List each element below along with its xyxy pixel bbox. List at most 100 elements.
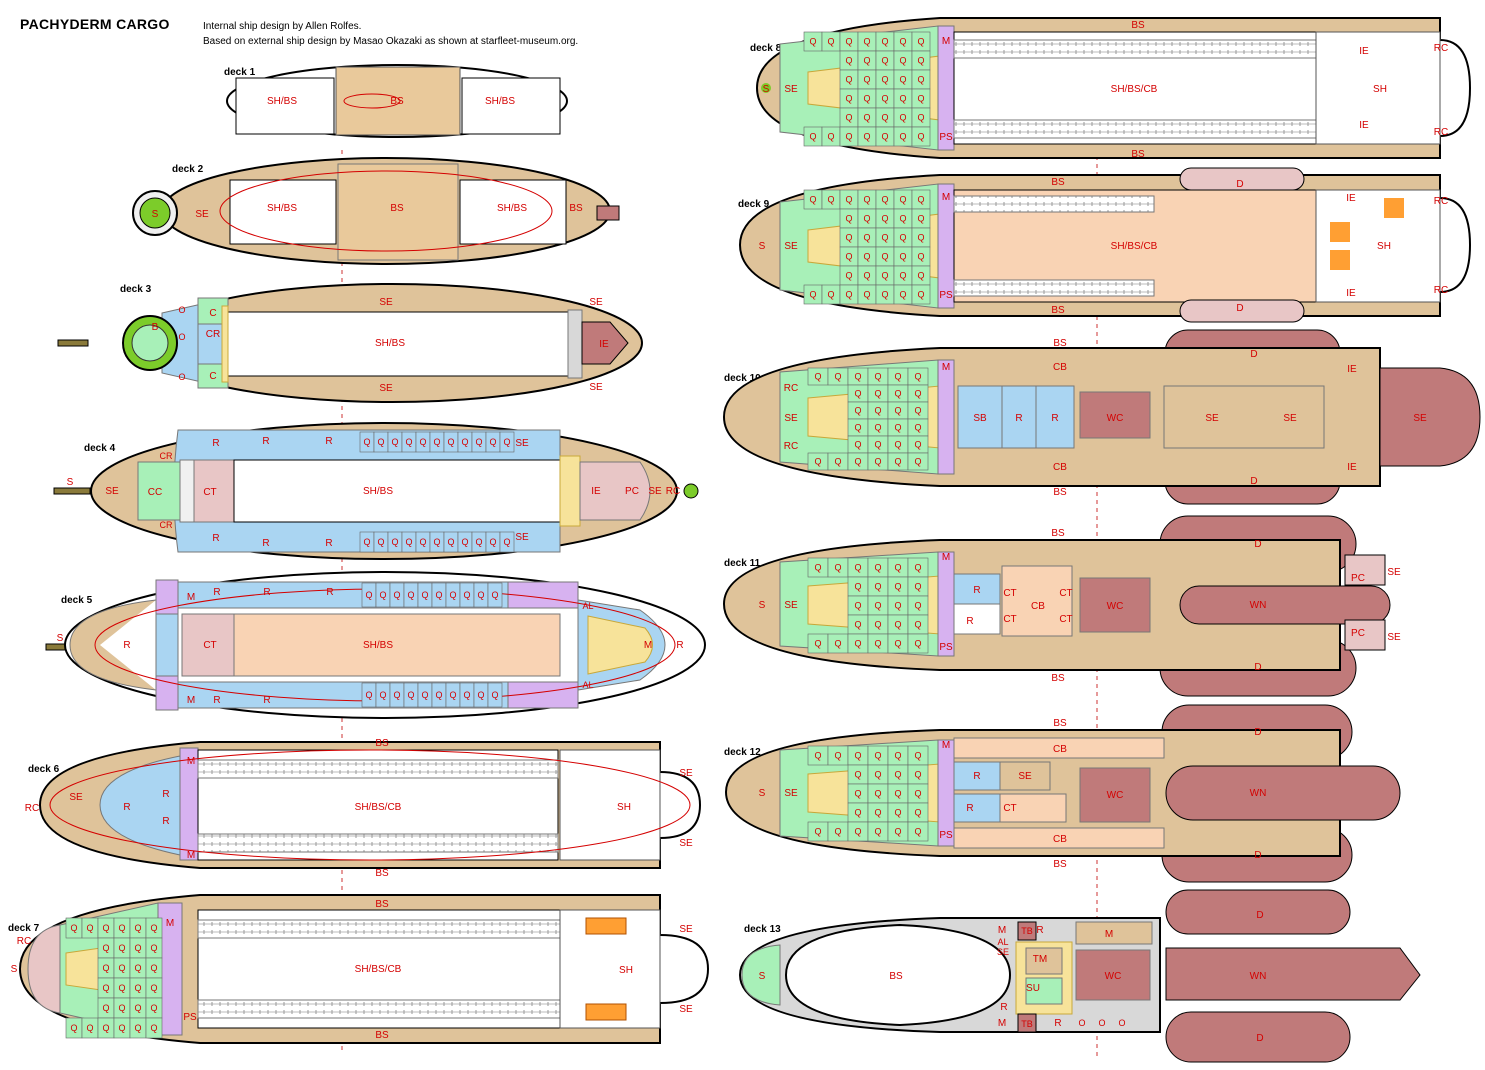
room-label: D (1250, 349, 1257, 360)
quarters-label: Q (874, 406, 881, 416)
cargo-bay (953, 737, 1165, 759)
dock (1179, 299, 1305, 323)
quarters-label: Q (854, 457, 861, 467)
room-label: CR (160, 451, 173, 461)
room-label: CR (206, 329, 220, 340)
room-label: TB (1021, 1019, 1033, 1029)
quarters-label: Q (894, 639, 901, 649)
bow-room (100, 600, 156, 690)
room-label: R (1000, 1002, 1007, 1013)
room-label: RC (784, 383, 798, 394)
warp-nacelle (1165, 765, 1401, 821)
quarters-label: Q (894, 620, 901, 630)
quarters-label: Q (475, 537, 482, 547)
quarters-label: Q (899, 113, 906, 123)
quarters-label: Q (435, 590, 442, 600)
quarters-label: Q (827, 37, 834, 47)
room-label: CT (203, 487, 216, 498)
deck-label: deck 5 (61, 595, 93, 606)
quarters-label: Q (914, 563, 921, 573)
quarters-label: Q (914, 440, 921, 450)
room-label: R (1036, 925, 1043, 936)
shuttle (585, 1003, 627, 1021)
quarters-label: Q (917, 233, 924, 243)
quarters-label: Q (70, 1023, 77, 1033)
quarters-label: Q (134, 983, 141, 993)
quarters-label: Q (917, 37, 924, 47)
room-label: CR (160, 520, 173, 530)
shuttle-bay (227, 311, 569, 377)
quarters-label: Q (854, 808, 861, 818)
quarters-cell (911, 126, 931, 147)
room-label: SE (784, 413, 798, 424)
room-label: S (759, 788, 766, 799)
cargo-racks (953, 119, 1317, 139)
room-label: M (1105, 929, 1113, 940)
room-label: BS (1131, 149, 1145, 160)
quarters-label: Q (391, 437, 398, 447)
quarters-label: Q (854, 620, 861, 630)
quarters-label: Q (134, 923, 141, 933)
lift-outline (343, 93, 401, 109)
antenna (57, 339, 89, 347)
deck-4-plan: deck 4 SE S CC CR CR CT R R R R R R SH/B… (53, 422, 699, 560)
quarters-label: Q (845, 252, 852, 262)
quarters-label: Q (118, 983, 125, 993)
room-label: RC (25, 803, 39, 814)
room-label: O (178, 305, 185, 315)
quarters-cell (487, 682, 503, 708)
quarters-label: Q (854, 751, 861, 761)
cargo-bay (784, 923, 1012, 1027)
torpedo-bay (1017, 1013, 1037, 1033)
quarters-label: Q (503, 537, 510, 547)
quarters-label: Q (894, 372, 901, 382)
quarters-label: Q (874, 639, 881, 649)
crew-room (1035, 385, 1075, 449)
deck-label: deck 11 (724, 558, 761, 569)
room-label: BS (1053, 718, 1067, 729)
quarters-label: Q (407, 590, 414, 600)
computer-core (137, 461, 181, 521)
room-label: S (11, 964, 18, 975)
room-label: PS (939, 642, 953, 653)
shuttle-bay (235, 77, 335, 135)
stern-engineering (1379, 367, 1481, 467)
room-label: CT (1003, 588, 1016, 599)
room-label: CT (1059, 614, 1072, 625)
quarters-label: Q (118, 963, 125, 973)
pod-control (1344, 554, 1386, 586)
quarters-label: Q (150, 943, 157, 953)
quarters-label: Q (489, 437, 496, 447)
stern-dome (659, 771, 702, 839)
quarters-label: Q (463, 590, 470, 600)
quarters-label: Q (834, 639, 841, 649)
quarters-label: Q (899, 271, 906, 281)
room-label: S (759, 600, 766, 611)
room-label: BS (375, 1030, 389, 1041)
room-label: M (942, 36, 950, 47)
quarters-label: Q (917, 113, 924, 123)
quarters-label: Q (881, 290, 888, 300)
quarters-label: Q (102, 983, 109, 993)
quarters-label: Q (881, 271, 888, 281)
quarters-label: Q (845, 56, 852, 66)
quarters-label: Q (894, 751, 901, 761)
quarters-label: Q (863, 132, 870, 142)
stern-dome (659, 934, 710, 1004)
room-label: M (644, 640, 652, 651)
quarters-label: Q (809, 37, 816, 47)
quarters-label: Q (447, 537, 454, 547)
quarters-label: Q (405, 537, 412, 547)
shuttle-hangar (1315, 189, 1441, 303)
quarters-label: Q (70, 923, 77, 933)
quarters-label: Q (881, 37, 888, 47)
quarters-label: Q (894, 601, 901, 611)
room-label: D (1254, 727, 1261, 738)
quarters-label: Q (894, 582, 901, 592)
room-label: TB (1021, 926, 1033, 936)
room-label: CT (203, 640, 216, 651)
room-label: M (166, 918, 174, 929)
